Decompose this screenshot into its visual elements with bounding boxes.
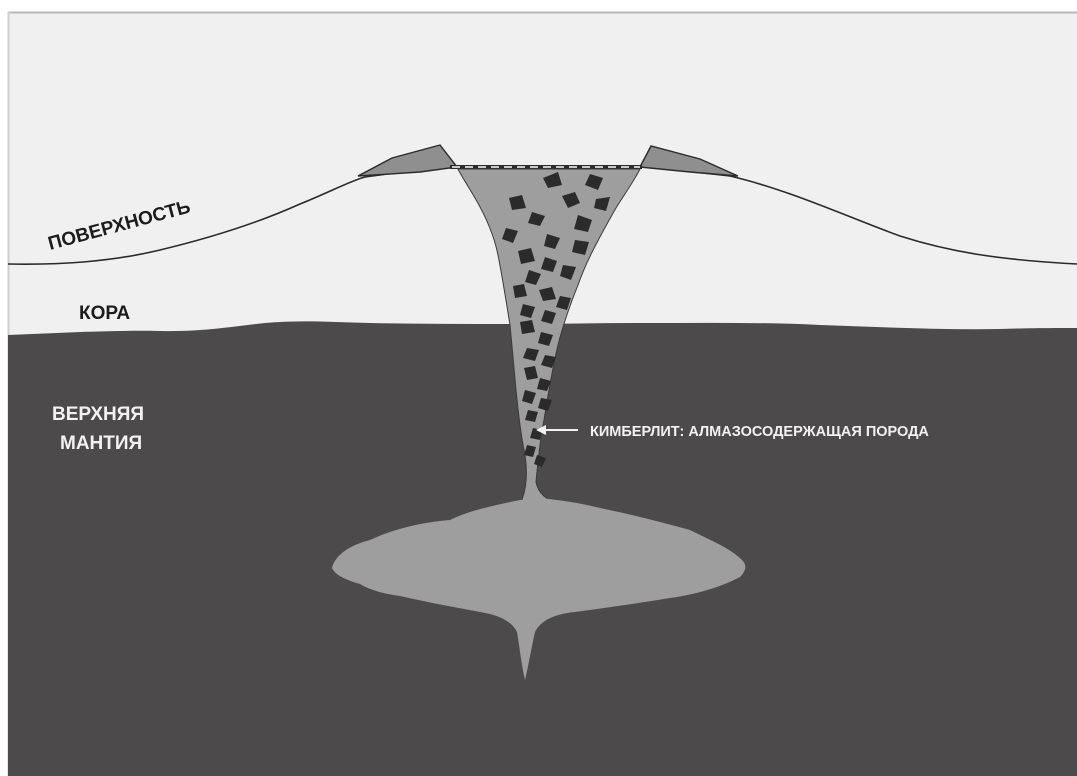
mantle-label-line1: ВЕРХНЯЯ bbox=[52, 404, 144, 425]
mantle-label-line2: МАНТИЯ bbox=[60, 433, 142, 454]
kimberlite-label: КИМБЕРЛИТ: АЛМАЗОСОДЕРЖАЩАЯ ПОРОДА bbox=[590, 424, 929, 440]
crust-label: КОРА bbox=[79, 303, 130, 324]
